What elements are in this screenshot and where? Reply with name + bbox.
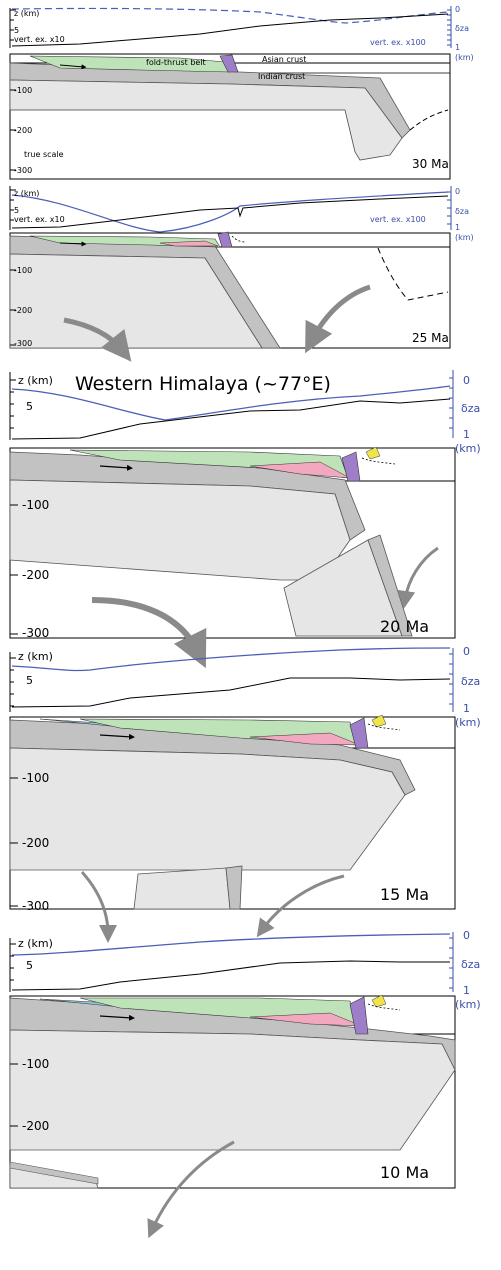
topography-curve <box>11 398 451 440</box>
dz-axis-label: δza <box>461 958 480 971</box>
deflection-curve <box>11 191 449 233</box>
flow-arrow <box>80 871 117 943</box>
dz-unit: (km) <box>455 233 474 242</box>
depth-tick-300: -300 <box>22 899 49 913</box>
dz-axis-label: δza <box>461 675 480 688</box>
depth-tick-200: -200 <box>14 306 32 315</box>
dz-tick-1: 1 <box>455 43 460 52</box>
topography-curve <box>11 13 449 47</box>
flow-arrow <box>63 317 132 362</box>
dz-axis-label: δza <box>455 24 469 33</box>
z-axis-label: z (km) <box>14 189 39 198</box>
z-axis-label: z (km) <box>18 937 53 950</box>
age-label: 15 Ma <box>380 885 429 904</box>
purple-unit <box>219 54 239 73</box>
flow-arrow <box>397 546 439 609</box>
dz-tick-0: 0 <box>463 645 470 658</box>
depth-tick-300: -300 <box>14 166 32 175</box>
flow-arrow <box>305 284 371 354</box>
dz-tick-0: 0 <box>463 374 470 387</box>
depth-tick-200: -200 <box>22 836 49 850</box>
mantle-lithosphere <box>9 747 406 871</box>
purple-unit <box>349 996 369 1035</box>
age-label: 25 Ma <box>412 331 449 345</box>
purple-unit <box>349 717 369 749</box>
flow-arrow <box>91 597 207 669</box>
deflection-curve <box>11 647 451 672</box>
scale-note: true scale <box>24 150 64 159</box>
dz-tick-1: 1 <box>463 984 470 997</box>
z-axis-label: z (km) <box>18 374 53 387</box>
purple-unit <box>341 451 361 482</box>
panel-30ma: z (km) 5 vert. ex. x10 vert. ex. x100 0 … <box>9 5 474 180</box>
age-label: 30 Ma <box>412 157 449 171</box>
deflection-curve <box>11 385 451 421</box>
yellow-unit <box>371 714 387 728</box>
z-tick-label: 5 <box>14 26 19 35</box>
dz-unit: (km) <box>455 716 481 729</box>
dz-unit: (km) <box>455 442 481 455</box>
deflection-curve <box>11 933 451 956</box>
z-axis-label: z (km) <box>18 650 53 663</box>
panel-10ma: z (km) 5 0 δza 1 (km) -100 -200 10 Ma <box>9 929 481 1189</box>
z-tick-label: 5 <box>14 206 19 215</box>
dz-tick-0: 0 <box>455 5 460 14</box>
dz-axis-label: δza <box>455 207 469 216</box>
z-axis-label: z (km) <box>14 9 39 18</box>
panel-25ma: z (km) 5 vert. ex. x10 vert. ex. x100 0 … <box>9 186 474 349</box>
dz-tick-1: 1 <box>463 702 470 715</box>
mantle-lithosphere <box>9 1029 456 1151</box>
detached-slab <box>133 867 231 910</box>
flow-arrow <box>256 874 345 938</box>
yellow-unit <box>365 446 381 460</box>
depth-tick-100: -100 <box>22 498 49 512</box>
label-indian-crust: Indian crust <box>258 72 305 81</box>
yellow-unit <box>371 994 387 1008</box>
flow-arrow <box>147 1140 235 1239</box>
dz-tick-1: 1 <box>463 428 470 441</box>
z-tick-label: 5 <box>26 959 33 972</box>
vert-ex-right: vert. ex. x100 <box>370 215 426 224</box>
panel-20ma: Western Himalaya (~77°E) z (km) 5 0 δza … <box>9 370 481 640</box>
depth-tick-200: -200 <box>22 1119 49 1133</box>
depth-tick-100: -100 <box>22 771 49 785</box>
panel-15ma: z (km) 5 0 δza 1 (km) -100 -200 -300 15 … <box>9 645 481 913</box>
z-tick-label: 5 <box>26 400 33 413</box>
dz-tick-0: 0 <box>455 187 460 196</box>
depth-tick-300: -300 <box>22 626 49 640</box>
dz-unit: (km) <box>455 53 474 62</box>
vert-ex-left: vert. ex. x10 <box>14 35 65 44</box>
pink-unit <box>159 240 219 247</box>
depth-tick-100: -100 <box>14 86 32 95</box>
dz-tick-0: 0 <box>463 929 470 942</box>
topography-curve <box>11 960 450 991</box>
depth-tick-200: -200 <box>14 126 32 135</box>
dz-unit: (km) <box>455 998 481 1011</box>
age-label: 10 Ma <box>380 1163 429 1182</box>
vert-ex-left: vert. ex. x10 <box>14 215 65 224</box>
vert-ex-right: vert. ex. x100 <box>370 38 426 47</box>
depth-tick-100: -100 <box>22 1057 49 1071</box>
dz-tick-1: 1 <box>455 223 460 232</box>
label-fold-thrust-belt: fold-thrust belt <box>146 58 206 67</box>
depth-tick-300: -300 <box>14 339 32 348</box>
age-label: 20 Ma <box>380 617 429 636</box>
topography-curve <box>11 195 449 229</box>
deflection-curve <box>11 7 449 24</box>
purple-unit <box>217 231 233 248</box>
depth-tick-100: -100 <box>14 266 32 275</box>
topography-curve <box>11 677 451 708</box>
label-asian-crust: Asian crust <box>262 55 306 64</box>
depth-tick-200: -200 <box>22 568 49 582</box>
z-tick-label: 5 <box>26 674 33 687</box>
figure-title: Western Himalaya (~77°E) <box>75 373 331 395</box>
dz-axis-label: δza <box>461 402 480 415</box>
